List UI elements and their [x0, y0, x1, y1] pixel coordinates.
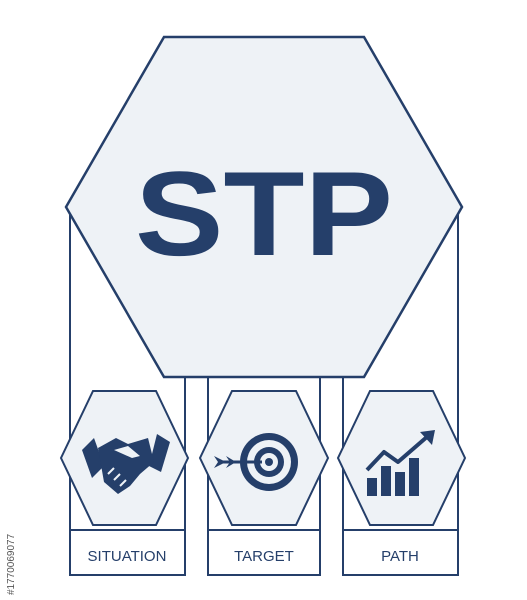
watermark-text: #1770069077: [6, 533, 17, 595]
main-hexagon: [64, 35, 464, 379]
path-label: PATH: [381, 548, 419, 565]
target-label: TARGET: [234, 548, 294, 565]
label-boxes: [69, 529, 459, 576]
situation-box: [69, 529, 186, 576]
watermark: #1770069077: [6, 455, 18, 595]
growth-chart-icon: [365, 430, 435, 496]
target-icon: [214, 433, 298, 491]
path-box: [342, 529, 459, 576]
main-title: STP: [135, 147, 393, 281]
handshake-icon: [82, 434, 170, 494]
situation-label: SITUATION: [88, 548, 167, 565]
target-box: [207, 529, 321, 576]
